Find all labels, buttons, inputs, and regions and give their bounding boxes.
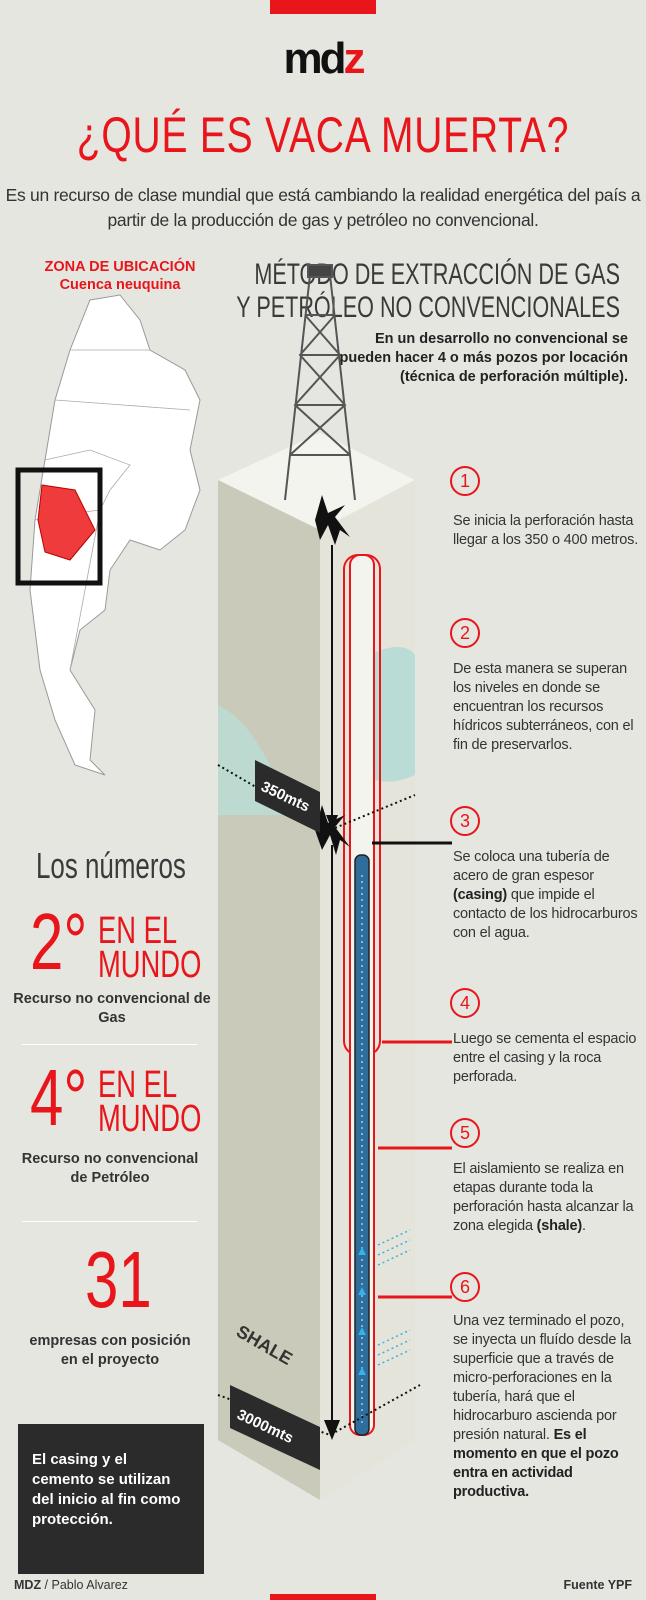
derrick-icon	[284, 264, 356, 501]
step-1-text: Se inicia la perforación hasta llegar a …	[453, 513, 639, 548]
credit: MDZ / Pablo Alvarez	[14, 1578, 128, 1592]
step-2-text: De esta manera se superan los niveles en…	[453, 661, 634, 753]
step-4-text: Luego se cementa el espacio entre el cas…	[453, 1031, 637, 1085]
stat-2-caption: Recurso no convencional de Petróleo	[21, 1151, 199, 1186]
step-6-number: 6	[450, 1272, 480, 1302]
step-3-number: 3	[450, 806, 480, 836]
stat-1-value: 2°	[30, 897, 88, 986]
stat-3-value: 31	[85, 1235, 152, 1324]
top-accent-bar	[270, 0, 376, 14]
stat-3-caption: empresas con posición en el proyecto	[29, 1333, 191, 1368]
block-top	[218, 433, 415, 530]
divider	[22, 1044, 197, 1045]
flow-arrows	[358, 1247, 366, 1375]
step-5-number: 5	[450, 1118, 480, 1148]
divider	[22, 1221, 197, 1222]
step-4-number: 4	[450, 988, 480, 1018]
drill-burst-icon	[315, 495, 350, 545]
numbers-heading: Los números	[36, 845, 186, 886]
well-diagram: 350mts 3000mts SHALE	[217, 264, 452, 1500]
page-title: ¿QUÉ ES VACA MUERTA?	[76, 107, 570, 163]
step-5-text: El aislamiento se realiza en etapas dura…	[453, 1161, 634, 1234]
step-1-number: 1	[450, 466, 480, 496]
step-3-text: Se coloca una tubería de acero de gran e…	[453, 849, 638, 941]
casing-note-box: El casing y el cemento se utilizan del i…	[18, 1424, 204, 1574]
stat-2-value: 4°	[30, 1053, 88, 1142]
stat-1-caption: Recurso no convencional de Gas	[13, 991, 211, 1026]
step-2-number: 2	[450, 618, 480, 648]
step-6-text: Una vez terminado el pozo, se inyecta un…	[453, 1313, 631, 1500]
intro-text: Es un recurso de clase mundial que está …	[5, 185, 641, 230]
argentina-map	[15, 294, 201, 776]
mdz-logo: mdz	[283, 34, 366, 83]
method-subtitle: En un desarrollo no convencional se pued…	[339, 331, 628, 385]
source: Fuente YPF	[563, 1578, 632, 1592]
bottom-accent-bar	[270, 1594, 376, 1600]
